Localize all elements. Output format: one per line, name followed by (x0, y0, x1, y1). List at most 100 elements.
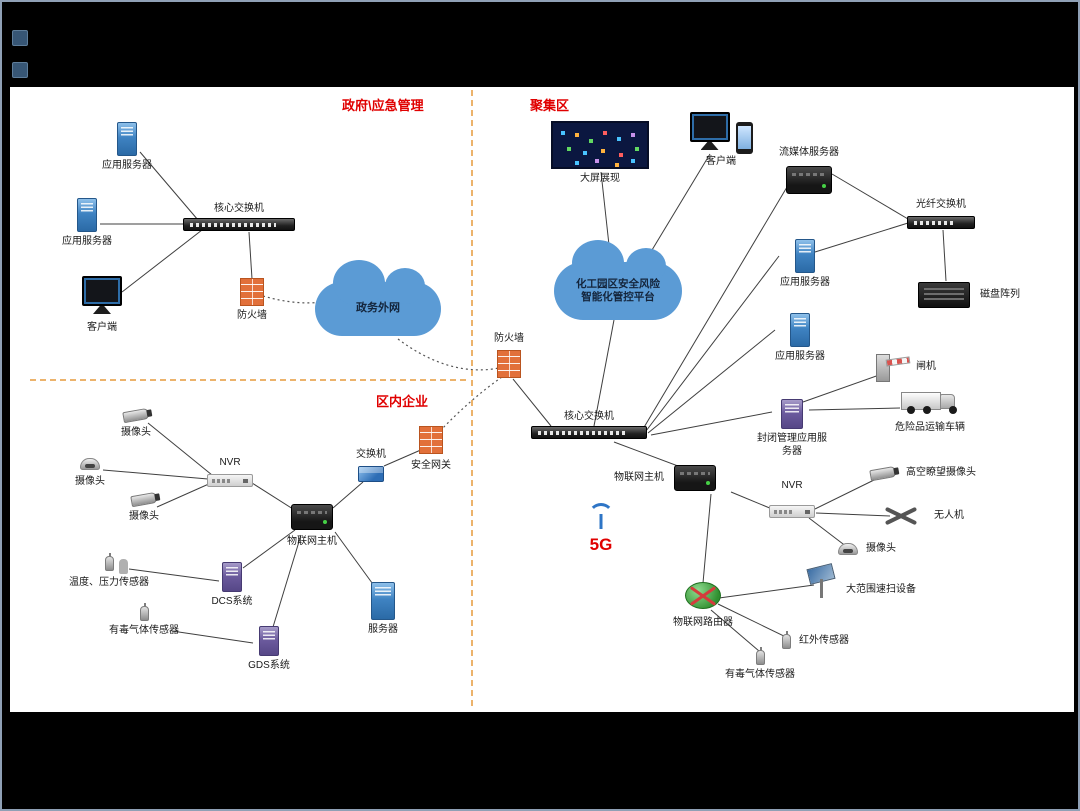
dome-camera-icon (838, 543, 858, 556)
node-label: 摄像头 (866, 543, 896, 554)
zone-label-cluster: 聚集区 (530, 98, 570, 113)
node-label: 高空瞭望摄像头 (906, 467, 976, 478)
node-label: 客户端 (87, 322, 117, 333)
sensor-icon (104, 553, 114, 571)
node-label: 交换机 (356, 449, 386, 460)
node-label: 物联网主机 (614, 471, 664, 483)
node-ent-camera-3: 摄像头 (114, 491, 174, 524)
gate-icon (874, 352, 908, 382)
node-dcs: DCS系统 (204, 562, 260, 609)
node-gate: 闸机 (874, 352, 936, 382)
server-icon (222, 562, 242, 592)
monitor-icon (82, 276, 122, 306)
node-platform-cloud: 化工园区安全风险 智能化管控平台 (552, 238, 684, 320)
cloud-icon: 化工园区安全风险 智能化管控平台 (554, 240, 682, 320)
node-closed-mgmt-server: 封闭管理应用服务器 (756, 399, 828, 458)
bullet-camera-icon (122, 407, 150, 424)
node-gov-app-server-1: 应用服务器 (92, 122, 162, 173)
node-ent-nvr: NVR (198, 457, 262, 487)
node-label: 温度、压力传感器 (69, 577, 149, 588)
switch-icon (183, 217, 295, 231)
node-truck: 危险品运输车辆 (878, 392, 982, 435)
node-cluster-camera: 摄像头 (838, 543, 896, 556)
iot-host-icon (674, 465, 716, 491)
corner-icon-2 (12, 62, 28, 78)
server-icon (790, 313, 810, 347)
node-gov-core-switch: 核心交换机 (178, 203, 300, 231)
server-icon (371, 582, 395, 620)
phone-icon (735, 122, 753, 154)
nvr-device-icon (769, 504, 815, 518)
scan-device-icon (806, 566, 838, 600)
node-label-line2: 智能化管控平台 (581, 291, 655, 303)
disk-array-icon (918, 282, 970, 308)
node-label: 安全网关 (411, 460, 451, 471)
node-label: 大屏展现 (580, 173, 620, 184)
node-big-screen: 大屏展现 (548, 121, 652, 186)
node-label: 危险品运输车辆 (895, 422, 965, 433)
node-gov-cloud: 政务外网 (308, 256, 448, 336)
truck-icon (901, 392, 955, 414)
node-cluster-firewall: 防火墙 (480, 333, 538, 378)
node-label: 应用服务器 (780, 277, 830, 288)
zone-label-gov: 政府\应急管理 (342, 98, 424, 113)
node-label: 有毒气体传感器 (725, 669, 795, 680)
cloud-icon: 政务外网 (315, 260, 441, 336)
node-cluster-app-server-2: 应用服务器 (769, 313, 831, 364)
node-label: 摄像头 (121, 427, 151, 438)
bullet-camera-icon (869, 465, 897, 481)
node-gov-firewall: 防火墙 (220, 278, 284, 323)
dashboard-screen-icon (551, 121, 649, 169)
server-icon (77, 198, 97, 232)
node-label: 光纤交换机 (916, 199, 966, 210)
node-label: GDS系统 (248, 660, 290, 671)
client-devices (689, 112, 753, 154)
server-icon (795, 239, 815, 273)
corner-icon-1 (12, 30, 28, 46)
sensor-icon (782, 631, 791, 649)
node-iot-router: 物联网路由器 (654, 582, 752, 630)
node-ent-camera-1: 摄像头 (106, 407, 166, 440)
switch-icon (358, 465, 384, 482)
node-high-camera: 高空瞭望摄像头 (869, 465, 976, 481)
dome-camera-icon (80, 458, 100, 470)
node-label: 防火墙 (494, 333, 524, 344)
node-gov-client: 客户端 (66, 276, 138, 335)
node-label: 应用服务器 (62, 236, 112, 247)
firewall-icon (240, 278, 264, 306)
node-cluster-nvr: NVR (746, 480, 838, 518)
node-infrared-sensor: 红外传感器 (782, 631, 849, 649)
node-label: 政务外网 (356, 302, 400, 315)
node-fiber-switch: 光纤交换机 (898, 199, 984, 229)
node-label: NVR (781, 480, 803, 491)
server-icon (117, 122, 137, 156)
drone-icon (884, 505, 918, 527)
node-label: 物联网路由器 (673, 617, 733, 628)
node-label-line1: 化工园区安全风险 (576, 277, 660, 290)
node-5g: 5G (568, 502, 634, 555)
node-label: 磁盘阵列 (980, 288, 1020, 300)
node-label: 应用服务器 (775, 351, 825, 362)
node-label: 流媒体服务器 (779, 147, 839, 158)
node-streaming-server: 流媒体服务器 (754, 147, 864, 194)
node-cluster-core-switch: 核心交换机 (528, 411, 650, 439)
node-ent-switch: 交换机 (344, 449, 398, 482)
node-cluster-app-server-1: 应用服务器 (774, 239, 836, 290)
node-label: 物联网主机 (287, 536, 337, 547)
node-ent-iot-host: 物联网主机 (278, 504, 346, 549)
monitor-icon (689, 112, 730, 142)
5g-label: 5G (589, 535, 613, 554)
node-label: 核心交换机 (564, 411, 614, 422)
nvr-device-icon (207, 473, 253, 487)
node-label: NVR (219, 457, 241, 468)
firewall-icon (497, 349, 521, 378)
node-label: 无人机 (934, 509, 964, 521)
firewall-icon (419, 426, 443, 454)
node-label: 应用服务器 (102, 160, 152, 171)
iot-host-icon (291, 504, 333, 530)
5g-antenna-icon (586, 502, 616, 530)
switch-icon (531, 425, 647, 439)
node-label: 摄像头 (75, 476, 105, 487)
zone-label-enterprise: 区内企业 (376, 394, 429, 409)
node-label: DCS系统 (211, 596, 253, 607)
